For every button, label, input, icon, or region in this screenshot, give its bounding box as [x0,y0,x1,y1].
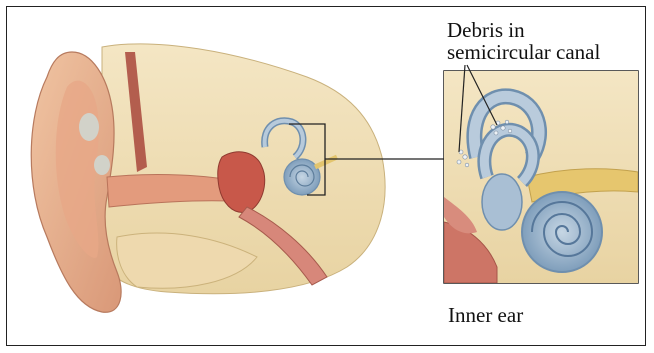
debris-label-line2: semicircular canal [447,41,600,63]
debris-label: Debris in semicircular canal [447,19,600,63]
cartilage-spot-2 [94,155,110,175]
cartilage-spot [79,113,99,141]
diagram-frame: Debris in semicircular canal Inner ear [6,6,646,346]
inner-ear-label: Inner ear [448,304,523,326]
debris-label-line1: Debris in [447,19,600,41]
inset-content [444,71,638,283]
